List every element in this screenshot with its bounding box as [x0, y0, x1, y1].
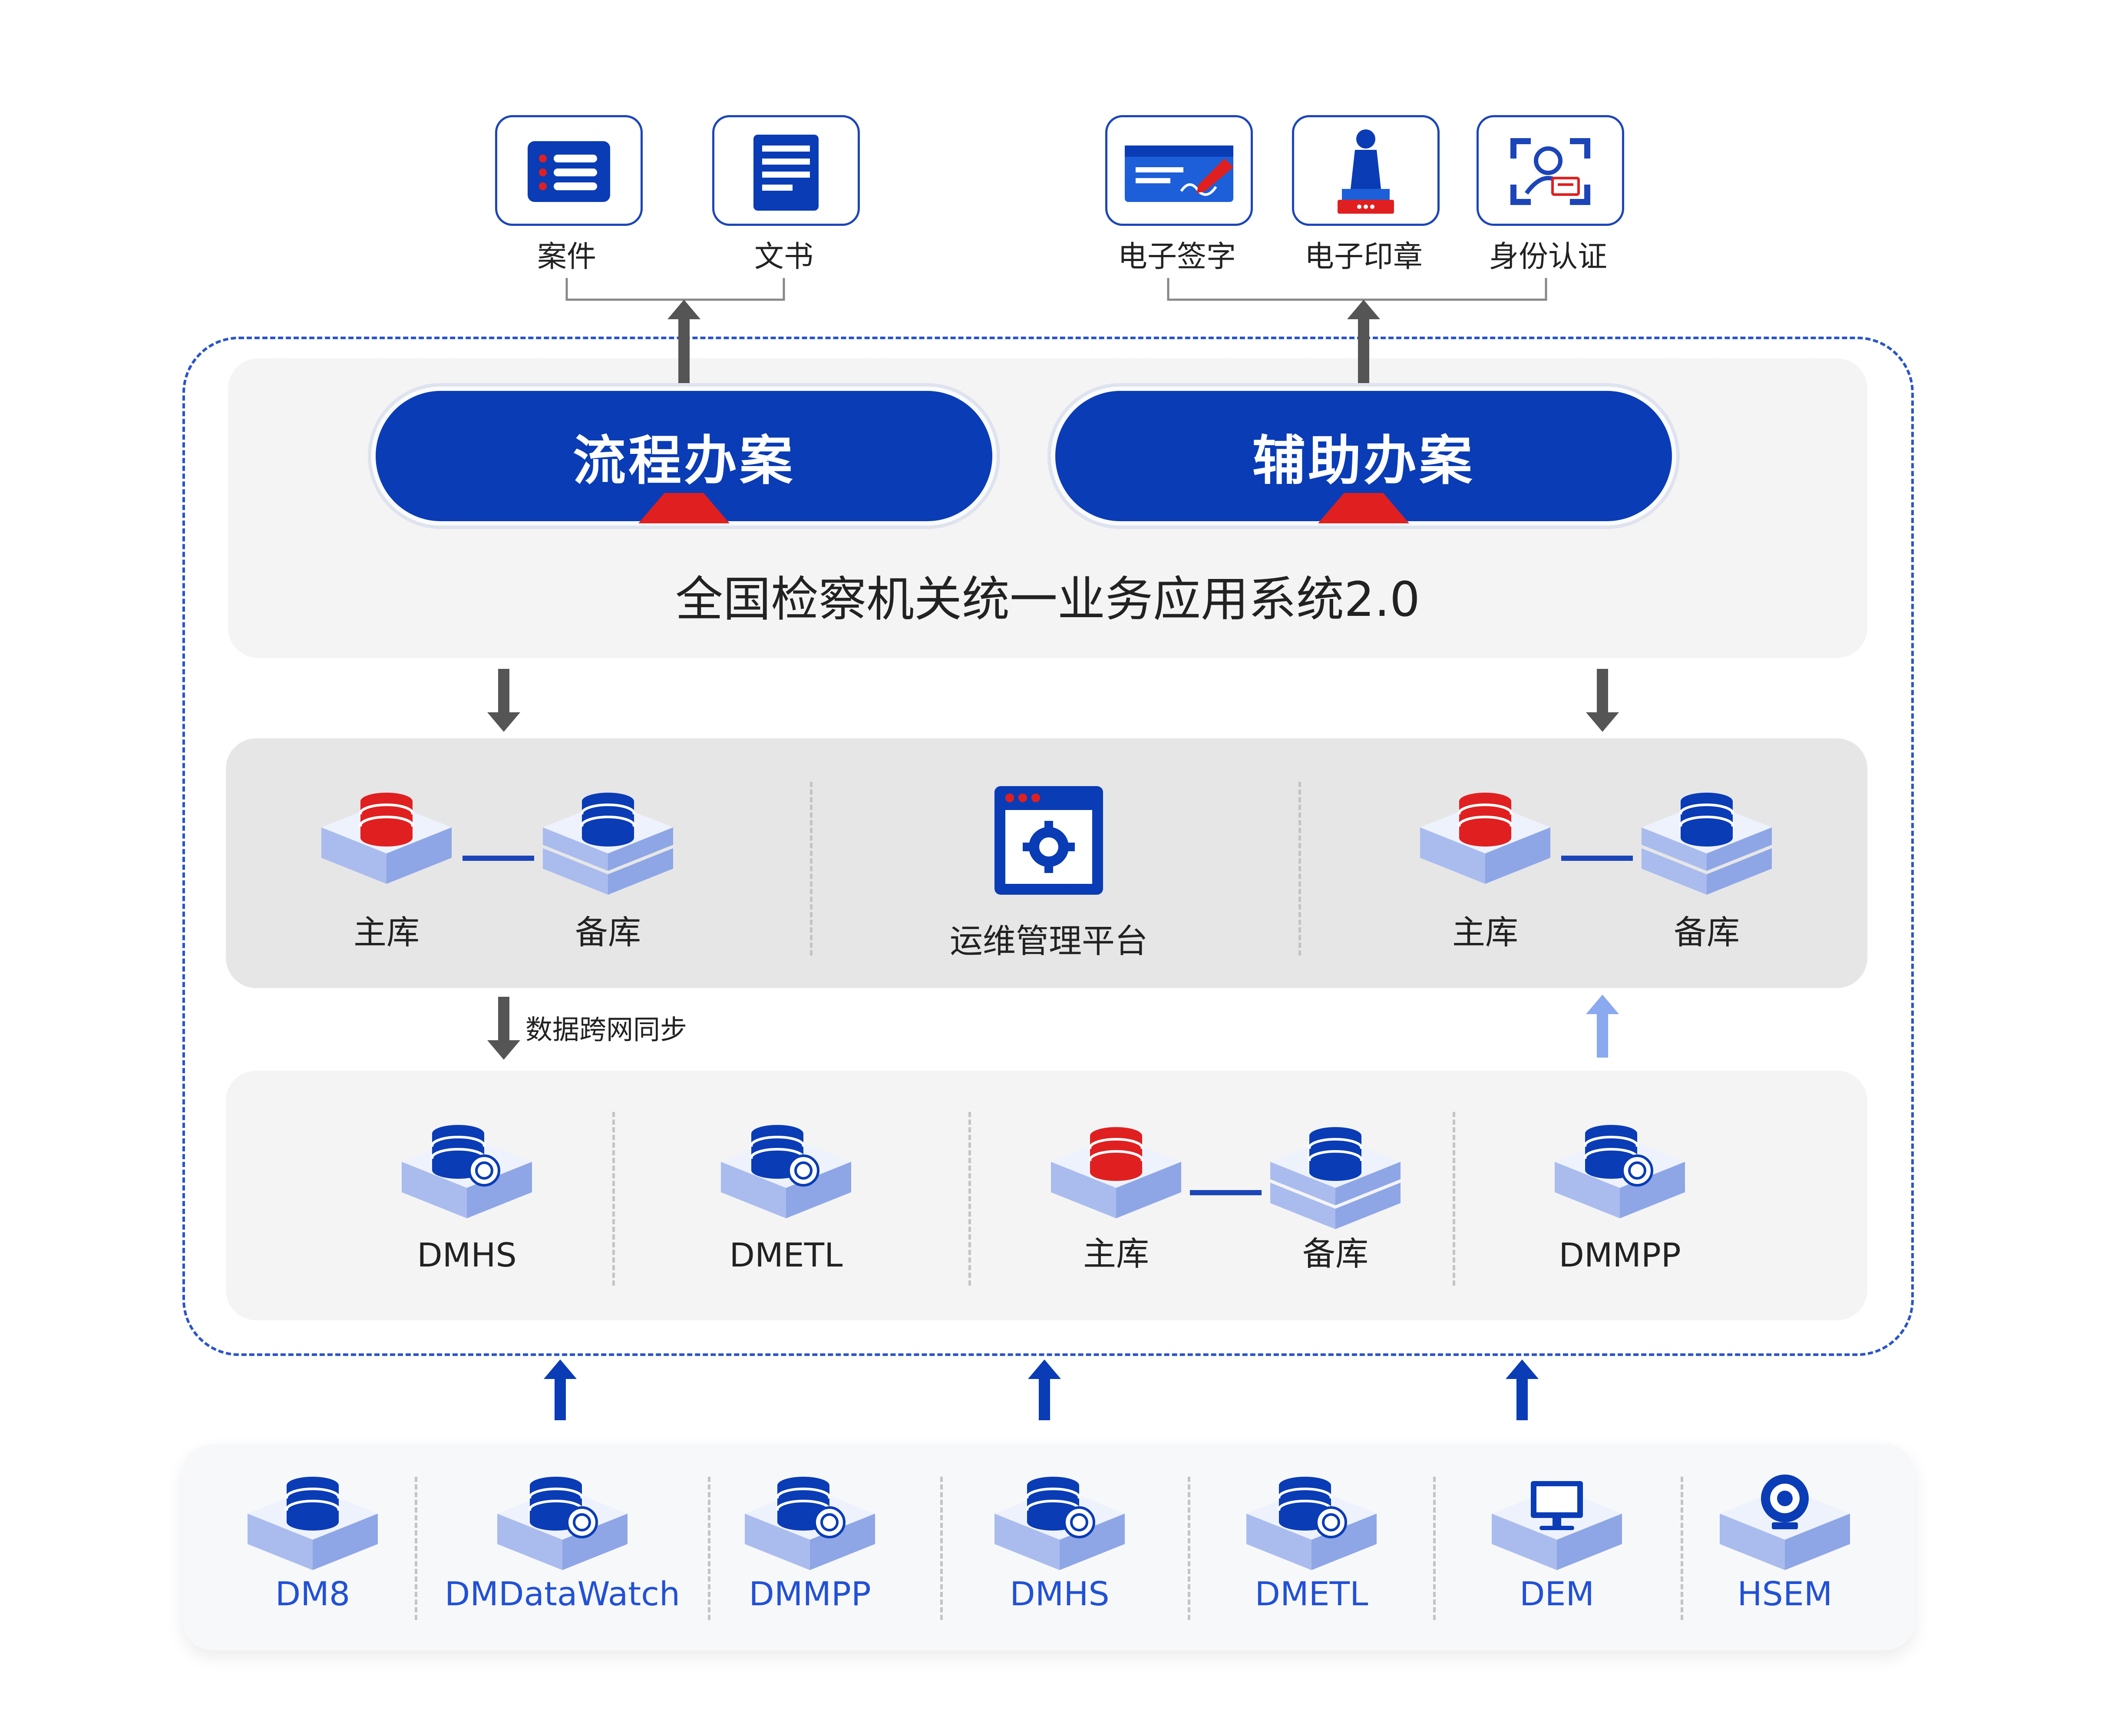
identity-auth-icon [1510, 138, 1590, 205]
up-arrow-right [1347, 300, 1380, 387]
backup-db-label-right: 备库 [1674, 913, 1740, 952]
system-boundary [182, 337, 1914, 1356]
separator [415, 1477, 417, 1620]
identity-auth-icon-box[interactable] [1477, 115, 1624, 226]
dem-label: DEM [1519, 1574, 1595, 1613]
e-signature-icon [1125, 145, 1233, 202]
document-icon [753, 135, 819, 211]
e-signature-label: 电子签字 [1117, 240, 1236, 274]
dmetl-tool-label: DMETL [729, 1236, 843, 1274]
primary-db-icon-right [1420, 790, 1550, 884]
document-icon-box[interactable] [712, 115, 860, 226]
e-seal-icon-box[interactable] [1292, 115, 1440, 226]
dm8-label: DM8 [275, 1574, 350, 1613]
replication-line-tool [1190, 1190, 1262, 1195]
up-arrow-product-3 [1506, 1359, 1539, 1420]
dmetl-label: DMETL [1255, 1574, 1368, 1613]
case-icon-box[interactable] [495, 115, 643, 226]
dmmpp-tool-label: DMMPP [1559, 1236, 1681, 1274]
ops-platform-label: 运维管理平台 [950, 922, 1148, 960]
primary-db-icon-tool [1051, 1125, 1181, 1218]
replication-line-right [1561, 856, 1633, 861]
dmhs-tool-icon [402, 1125, 532, 1218]
dmhs-icon [994, 1477, 1125, 1570]
case-icon [528, 141, 610, 202]
dem-monitor-icon [1492, 1481, 1622, 1570]
top-connectors [565, 278, 1547, 301]
sync-label: 数据跨网同步 [525, 1014, 687, 1045]
red-marker-right [1318, 493, 1409, 523]
hsem-label: HSEM [1737, 1574, 1833, 1613]
dmmpp-label: DMMPP [749, 1574, 871, 1613]
separator [810, 782, 813, 956]
assist-case-label: 辅助办案 [1252, 430, 1475, 492]
e-seal-icon [1338, 129, 1394, 214]
separator [968, 1112, 971, 1286]
dmhs-label: DMHS [1010, 1574, 1110, 1613]
system-title: 全国检察机关统一业务应用系统2.0 [675, 572, 1420, 627]
backup-db-label: 备库 [575, 913, 641, 952]
ops-platform-icon [994, 786, 1103, 895]
workflow-case-label: 流程办案 [573, 430, 795, 492]
dmetl-icon [1246, 1477, 1377, 1570]
separator [1298, 782, 1301, 956]
identity-auth-label: 身份认证 [1489, 240, 1607, 274]
up-arrow-product-2 [1028, 1359, 1061, 1420]
down-arrow-left [487, 669, 520, 732]
primary-db-label-tool: 主库 [1083, 1234, 1149, 1273]
dmmpp-icon [745, 1477, 875, 1570]
e-seal-label: 电子印章 [1304, 240, 1423, 274]
separator [1188, 1477, 1190, 1620]
separator [1433, 1477, 1436, 1620]
backup-db-label-tool: 备库 [1302, 1234, 1368, 1273]
separator [940, 1477, 943, 1620]
primary-db-label: 主库 [353, 913, 420, 952]
sync-down-arrow [487, 997, 520, 1060]
up-arrow-product-1 [544, 1359, 577, 1420]
hsem-camera-icon [1720, 1475, 1850, 1570]
case-label: 案件 [537, 240, 596, 274]
primary-db-icon [321, 790, 452, 884]
dmmpp-tool-icon [1555, 1125, 1685, 1218]
dmetl-tool-icon [721, 1125, 851, 1218]
dm8-icon [248, 1477, 378, 1570]
light-up-arrow [1586, 995, 1619, 1058]
backup-db-icon-right [1642, 790, 1772, 895]
separator [1681, 1477, 1683, 1620]
backup-db-icon [543, 790, 673, 895]
backup-db-icon-tool [1270, 1125, 1401, 1229]
down-arrow-right [1586, 669, 1619, 732]
up-arrow-left [667, 300, 700, 387]
dmdatawatch-label: DMDataWatch [444, 1574, 681, 1613]
red-marker-left [638, 493, 730, 523]
separator [612, 1112, 615, 1286]
separator [708, 1477, 710, 1620]
document-label: 文书 [754, 240, 813, 274]
replication-line [462, 856, 534, 861]
separator [1453, 1112, 1455, 1286]
dmdatawatch-icon [497, 1477, 628, 1570]
primary-db-label-right: 主库 [1452, 913, 1518, 952]
dmhs-tool-label: DMHS [417, 1236, 517, 1274]
e-signature-icon-box[interactable] [1105, 115, 1253, 226]
